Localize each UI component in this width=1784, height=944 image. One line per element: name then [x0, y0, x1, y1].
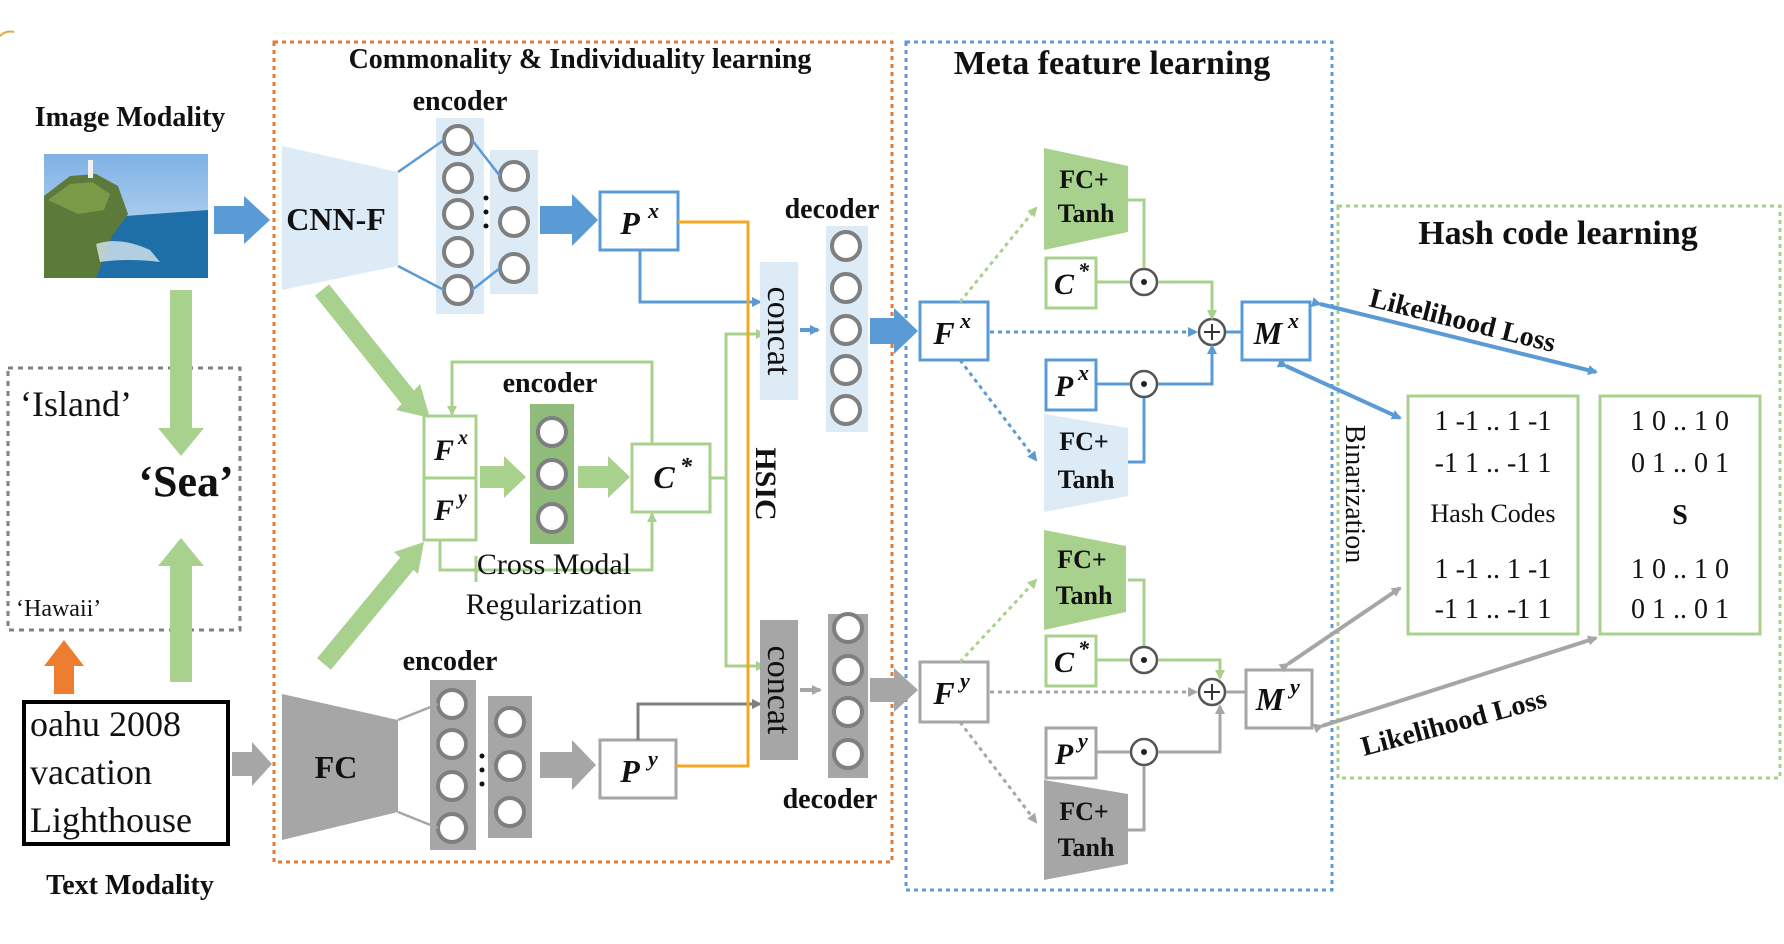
svg-text:C: C [1054, 268, 1075, 301]
cnn-f-label: CNN-F [286, 201, 386, 237]
cstar-meta-bottom-box [1044, 634, 1098, 688]
svg-text:-1 1 .. -1 1: -1 1 .. -1 1 [1435, 594, 1552, 625]
fy-meta-sup: y [957, 668, 970, 693]
s-label: S [1672, 500, 1688, 531]
hsic-label: HSIC [749, 447, 782, 520]
fc-label: FC [315, 749, 358, 785]
py-sup: y [645, 746, 658, 771]
decoder-top-label: decoder [785, 194, 880, 225]
svg-text:C: C [1054, 646, 1075, 679]
decoder-top-nodes [830, 230, 862, 426]
svg-text:M: M [1253, 315, 1284, 351]
regularization-label: Regularization [466, 588, 643, 621]
tag-sea: ‘Sea’ [138, 457, 233, 506]
svg-text:y: y [1075, 728, 1088, 753]
fy-meta-symbol: F [932, 675, 954, 711]
tag-hawaii: ‘Hawaii’ [16, 596, 101, 622]
svg-text:Tanh: Tanh [1056, 581, 1113, 610]
svg-text:0 1 .. 0 1: 0 1 .. 0 1 [1631, 594, 1729, 625]
encoder-middle-label: encoder [503, 368, 598, 399]
encoder-bottom-label: encoder [403, 646, 498, 677]
fx-common-symbol: F [433, 434, 454, 467]
meta-title: Meta feature learning [954, 45, 1271, 82]
px-sup: x [647, 198, 659, 223]
fy-meta-box [918, 660, 990, 724]
concat-bottom-block [760, 620, 798, 760]
svg-text:1 -1 .. 1 -1: 1 -1 .. 1 -1 [1435, 406, 1552, 437]
tag-island: ‘Island’ [20, 384, 132, 424]
svg-text:*: * [1078, 636, 1090, 661]
svg-text:FC+: FC+ [1059, 165, 1108, 194]
cstar-center-box [630, 442, 712, 514]
encoder-top-label: encoder [413, 86, 508, 117]
my-box [1244, 668, 1314, 730]
px-meta-box [1044, 358, 1098, 412]
concat-bottom-label: concat [760, 646, 797, 735]
likelihood-loss-bottom: Likelihood Loss [1358, 683, 1550, 762]
commonality-section-box [272, 40, 894, 864]
text-input-box [22, 700, 230, 846]
text-line-3: Lighthouse [30, 800, 192, 840]
py-box [598, 738, 678, 800]
cnn-f-block [282, 146, 398, 290]
mx-box [1240, 300, 1312, 362]
meta-section-box [904, 40, 1334, 892]
fy-common-sup: y [456, 487, 467, 509]
fc-block [282, 694, 398, 840]
text-line-1: oahu 2008 [30, 704, 181, 744]
cstar-center-symbol: C [653, 459, 675, 495]
fx-meta-box [918, 300, 990, 362]
svg-text:Tanh: Tanh [1058, 465, 1115, 494]
fx-meta-symbol: F [932, 315, 954, 351]
hash-codes-box [1406, 394, 1580, 636]
svg-text:1 0 .. 1 0: 1 0 .. 1 0 [1631, 554, 1729, 585]
tags-box [6, 366, 242, 632]
svg-text:FC+: FC+ [1059, 427, 1108, 456]
text-line-2: vacation [30, 752, 152, 792]
cstar-center-sup: * [680, 454, 693, 480]
hash-title: Hash code learning [1418, 215, 1698, 252]
svg-text:FC+: FC+ [1059, 797, 1108, 826]
encoder-middle-nodes [536, 416, 568, 534]
similarity-matrix-box [1598, 394, 1762, 636]
svg-text:x: x [1077, 360, 1089, 385]
decoder-bottom-nodes [832, 612, 864, 770]
decoder-bottom-label: decoder [783, 784, 878, 815]
svg-text:x: x [1287, 308, 1299, 333]
py-symbol: P [619, 753, 640, 789]
svg-text:1 0 .. 1 0: 1 0 .. 1 0 [1631, 406, 1729, 437]
svg-text:y: y [1287, 674, 1300, 699]
svg-text:0 1 .. 0 1: 0 1 .. 0 1 [1631, 448, 1729, 479]
hash-section-box [1336, 204, 1782, 780]
binarization-label: Binarization [1339, 425, 1370, 563]
svg-text:P: P [1054, 738, 1074, 771]
fc-tanh-2: FC+ Tanh [1044, 414, 1128, 512]
text-modality-label: Text Modality [46, 870, 214, 901]
fc-tanh-1: FC+ Tanh [1044, 148, 1128, 250]
cross-modal-label: Cross Modal [477, 548, 631, 581]
px-symbol: P [619, 205, 640, 241]
image-modality-label: Image Modality [35, 102, 226, 133]
svg-text:Tanh: Tanh [1058, 199, 1115, 228]
input-image [44, 154, 208, 278]
concat-top-block [760, 262, 798, 400]
hash-codes-label: Hash Codes [1431, 499, 1556, 528]
svg-text:Tanh: Tanh [1058, 833, 1115, 862]
fy-common-symbol: F [433, 494, 454, 527]
svg-text:FC+: FC+ [1057, 545, 1106, 574]
concat-top-label: concat [760, 287, 797, 376]
svg-text:P: P [1054, 370, 1074, 403]
svg-text:*: * [1078, 258, 1090, 283]
fx-common-sup: x [457, 427, 468, 449]
fx-meta-sup: x [959, 308, 971, 333]
fc-tanh-4: FC+ Tanh [1044, 780, 1128, 880]
commonality-title: Commonality & Individuality learning [349, 44, 812, 75]
encoder-bottom-nodes [436, 688, 526, 844]
fc-tanh-3: FC+ Tanh [1044, 530, 1126, 630]
svg-text:1 -1 .. 1 -1: 1 -1 .. 1 -1 [1435, 554, 1552, 585]
svg-text:M: M [1255, 681, 1286, 717]
svg-text:-1 1 .. -1 1: -1 1 .. -1 1 [1435, 448, 1552, 479]
